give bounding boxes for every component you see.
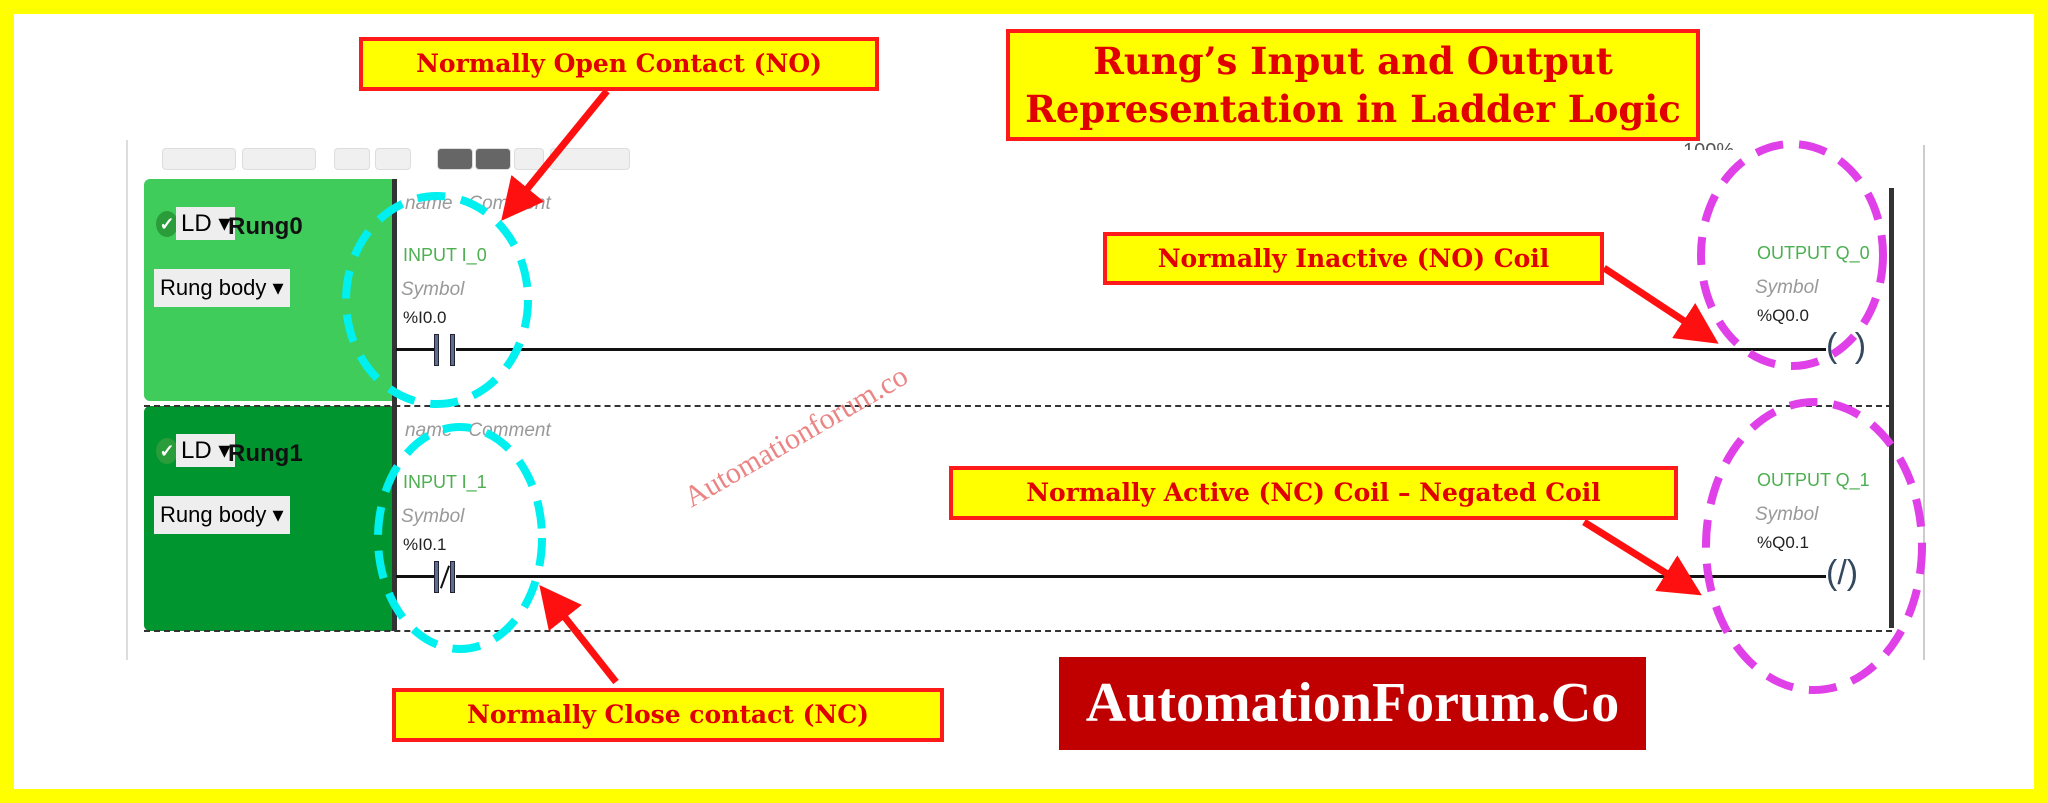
output-address: %Q0.1: [1757, 533, 1809, 552]
input-symbol: Symbol: [401, 279, 465, 300]
section-select[interactable]: Rung body ▾: [154, 269, 290, 307]
language-select[interactable]: LD ▾: [176, 434, 236, 467]
rung-name: Rung0: [228, 213, 303, 240]
normally-open-contact[interactable]: [428, 334, 466, 366]
language-value: LD: [181, 210, 212, 237]
title-line: Representation in Ladder Logic: [1025, 87, 1681, 131]
output-label: OUTPUT Q_1: [1757, 470, 1870, 490]
output-symbol: Symbol: [1755, 504, 1819, 525]
normally-closed-contact[interactable]: [428, 561, 466, 593]
negated-coil[interactable]: (/): [1826, 554, 1859, 592]
output-symbol: Symbol: [1755, 277, 1819, 298]
toolbar-button[interactable]: [514, 148, 544, 170]
section-value: Rung body: [160, 275, 267, 300]
check-circle-icon: ✓: [156, 211, 178, 237]
arrow-icon: [1602, 265, 1719, 344]
title-line: Rung’s Input and Output: [1093, 39, 1613, 83]
toolbar-coil-button[interactable]: [475, 148, 511, 170]
canvas: [14, 14, 2034, 789]
rung-name: Rung1: [228, 440, 303, 467]
input-address: %I0.1: [403, 535, 447, 554]
rung-wire: [396, 348, 1826, 351]
input-highlight-circle: [374, 423, 546, 653]
rung1-panel[interactable]: ✓ LD ▾ Rung1 Rung body ▾: [144, 406, 394, 631]
right-power-rail: [1889, 188, 1894, 628]
section-value: Rung body: [160, 502, 267, 527]
language-select[interactable]: LD ▾: [176, 207, 236, 240]
output-highlight-circle: [1697, 140, 1887, 370]
toolbar-button[interactable]: [242, 148, 316, 170]
brand-logo: AutomationForum.Co: [1059, 657, 1646, 750]
name-label: name: [405, 420, 453, 441]
editor-scrollbar[interactable]: [1923, 145, 1925, 660]
input-label: INPUT I_1: [403, 472, 487, 492]
zoom-level: 100%: [1683, 140, 1734, 150]
output-address: %Q0.0: [1757, 306, 1809, 325]
rung-wire: [396, 575, 1826, 578]
toolbar-button[interactable]: [375, 148, 411, 170]
callout-nc-contact: Normally Close contact (NC): [392, 688, 944, 742]
arrow-icon: [539, 585, 619, 685]
editor-left-border: [126, 140, 128, 660]
language-value: LD: [181, 437, 212, 464]
toolbar-button[interactable]: [162, 148, 236, 170]
rung-separator: [144, 630, 1892, 632]
rung-separator: [144, 405, 1892, 407]
arrow-icon: [1582, 519, 1702, 596]
rung0-panel[interactable]: ✓ LD ▾ Rung0 Rung body ▾: [144, 179, 394, 401]
input-address: %I0.0: [403, 308, 447, 327]
toolbar-contact-button[interactable]: [437, 148, 473, 170]
input-symbol: Symbol: [401, 506, 465, 527]
input-highlight-circle: [342, 192, 532, 408]
toolbar-button[interactable]: [334, 148, 370, 170]
output-highlight-circle: [1702, 398, 1926, 694]
check-circle-icon: ✓: [156, 438, 178, 464]
callout-no-contact: Normally Open Contact (NO): [359, 37, 879, 91]
output-label: OUTPUT Q_0: [1757, 243, 1870, 263]
callout-nc-coil: Normally Active (NC) Coil – Negated Coil: [949, 466, 1678, 520]
callout-no-coil: Normally Inactive (NO) Coil: [1103, 232, 1604, 285]
input-label: INPUT I_0: [403, 245, 487, 265]
arrow-icon: [501, 88, 610, 221]
page-title: Rung’s Input and Output Representation i…: [1006, 29, 1700, 141]
section-select[interactable]: Rung body ▾: [154, 496, 290, 534]
